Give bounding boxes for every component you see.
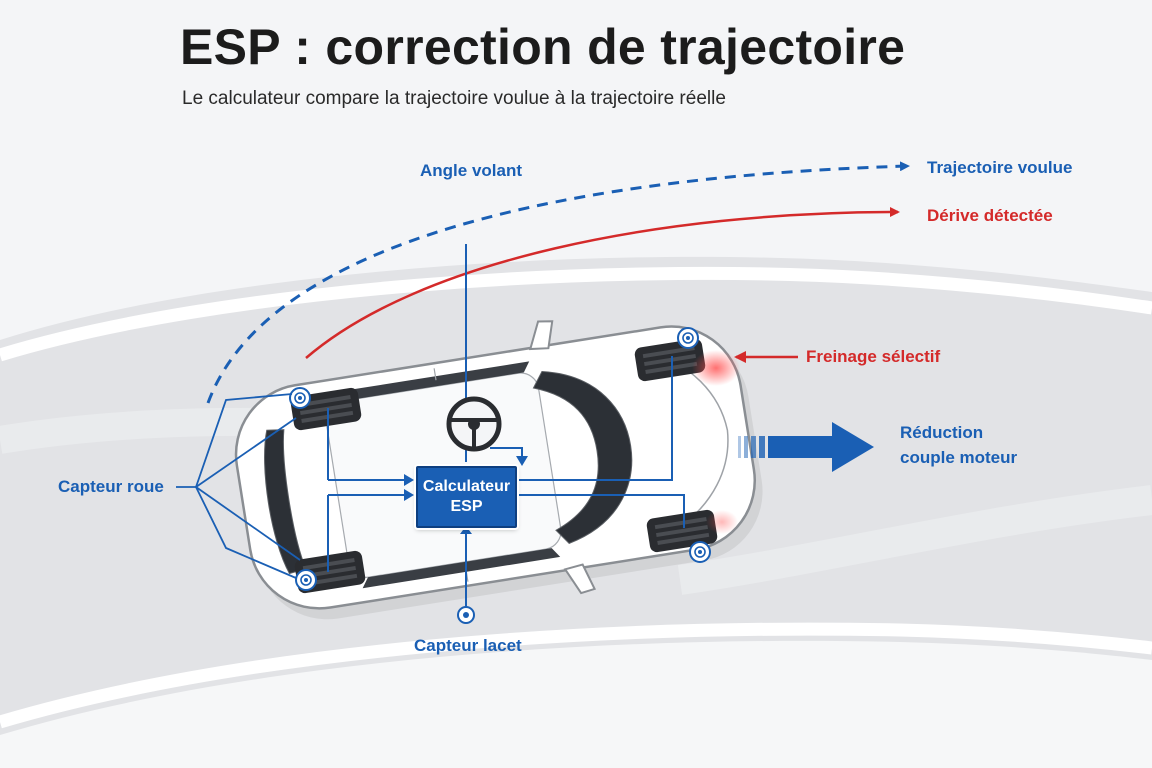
ecu-input-arrow — [516, 456, 528, 466]
wheel-sensor-icon — [295, 569, 317, 591]
label-couple-moteur: couple moteur — [900, 448, 1018, 467]
label-angle-volant: Angle volant — [420, 161, 523, 180]
front-right-glow — [706, 510, 738, 534]
ecu-input-arrow — [460, 526, 472, 534]
ecu-input-arrow — [404, 474, 414, 486]
esp-controller-box: Calculateur ESP — [416, 466, 517, 528]
yaw-sensor-icon — [457, 606, 475, 624]
drift-trajectory-line — [305, 207, 900, 359]
wheel-sensor-icon — [289, 387, 311, 409]
label-capteur-roue: Capteur roue — [58, 477, 164, 496]
ecu-label-line1: Calculateur — [422, 478, 511, 495]
ecu-label-line2: ESP — [450, 498, 483, 515]
label-reduction: Réduction — [900, 423, 984, 442]
label-derive-detectee: Dérive détectée — [927, 206, 1053, 225]
desired-trajectory-line — [206, 161, 910, 404]
label-freinage-selectif: Freinage sélectif — [806, 347, 941, 366]
torque-reduction-arrow — [738, 422, 874, 472]
ecu-input-arrow — [404, 489, 414, 501]
selective-brake-glow — [692, 350, 740, 386]
wheel-sensor-icon — [689, 541, 711, 563]
label-capteur-lacet: Capteur lacet — [414, 636, 522, 655]
page-subtitle: Le calculateur compare la trajectoire vo… — [182, 88, 726, 109]
wheel-sensor-bracket — [176, 393, 301, 579]
steering-wheel-icon — [446, 396, 502, 452]
page-title: ESP : correction de trajectoire — [180, 19, 906, 75]
wheel-sensor-icon — [677, 327, 699, 349]
wheel-front-left — [634, 338, 706, 382]
label-trajectoire-voulue: Trajectoire voulue — [927, 158, 1073, 177]
